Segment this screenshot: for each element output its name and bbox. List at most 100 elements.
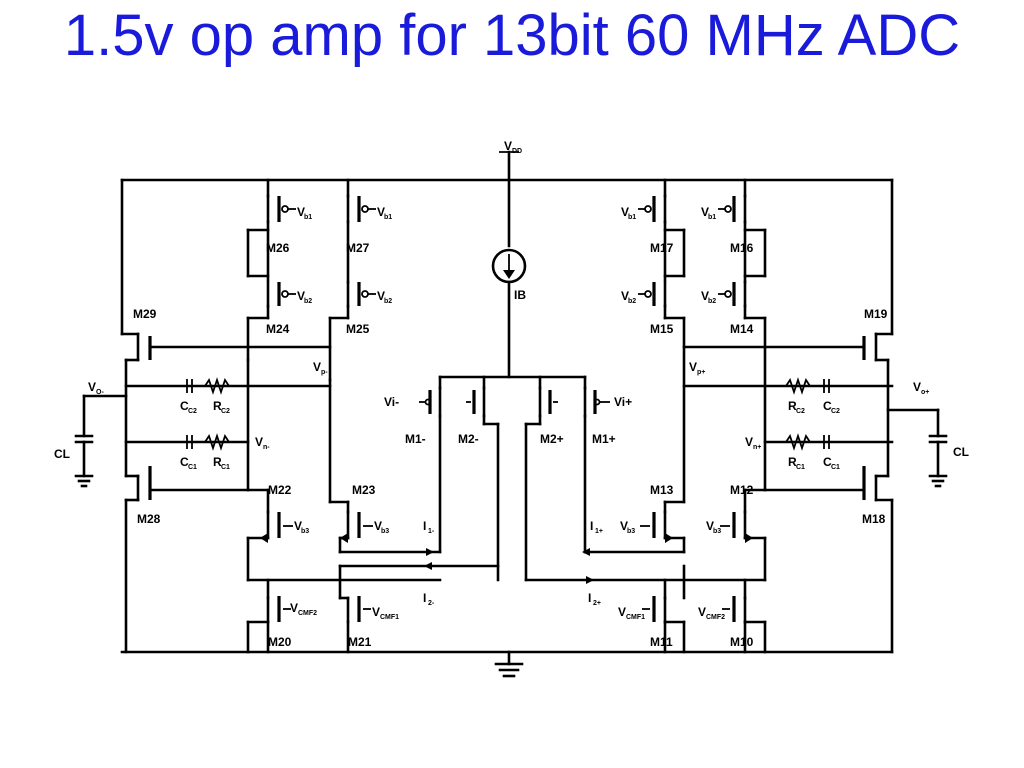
m13-bias-sub: b3 [627,528,635,535]
m15-bias-v: V [621,289,629,303]
m14-bias-v: V [701,289,709,303]
m28-label: M28 [137,512,161,526]
left-nmos-stack [246,488,500,654]
rc2-left-sub: C2 [221,408,230,415]
vn-plus-sub: n+ [753,444,761,451]
m16-bias-sub: b1 [708,214,716,221]
m12-bias-v: V [706,519,714,533]
m25-bias-v: V [377,289,385,303]
m10-bias-v: V [698,605,706,619]
right-compensation [785,377,830,451]
rc1-right-label: R [788,455,797,469]
vdd-sub: DD [512,148,522,155]
m18-label: M18 [862,512,886,526]
right-pmos-column-a [638,178,686,504]
cl-right-label: CL [953,445,969,459]
slide-title: 1.5v op amp for 13bit 60 MHz ADC [63,3,961,68]
vp-minus-sub: p- [321,369,328,376]
m2-plus-label: M2+ [540,432,564,446]
m17-label: M17 [650,241,674,255]
m22-bias-v: V [294,519,302,533]
rc1-left-sub: C1 [221,464,230,471]
m27-label: M27 [346,241,370,255]
m19-label: M19 [864,307,888,321]
m17-bias-sub: b1 [628,214,636,221]
cc2-left-sub: C2 [188,408,197,415]
m26-label: M26 [266,241,290,255]
rc1-left-label: R [213,455,222,469]
m26-bias-sub: b1 [304,214,312,221]
i2m-sub: 2- [428,600,435,607]
i2p-sub: 2+ [593,600,601,607]
vn-minus-sub: n- [263,444,270,451]
m1-plus-label: M1+ [592,432,616,446]
cc1-right-sub: C1 [831,464,840,471]
m15-label: M15 [650,322,674,336]
m14-bias-sub: b2 [708,298,716,305]
m11-label: M11 [650,635,673,649]
ib-label: IB [514,288,526,302]
i1p-sub: 1+ [595,528,603,535]
vo-plus-sub: o+ [921,389,929,396]
right-internal-nodes [682,345,894,492]
cc2-right-label: C [823,399,832,413]
m23-bias-sub: b3 [381,528,389,535]
m24-bias-sub: b2 [304,298,312,305]
cc1-left-sub: C1 [188,464,197,471]
rc2-right-sub: C2 [796,408,805,415]
i1m-label: I [423,519,426,533]
vi-minus-label: Vi- [384,395,399,409]
left-compensation [186,377,230,451]
vn-minus-label: V [255,435,263,449]
m1-minus-label: M1- [405,432,426,446]
m16-top-label: M16 [730,241,754,255]
right-output-stage [862,178,948,654]
vp-plus-sub: p+ [697,369,705,376]
input-stage [419,375,610,582]
m12-bias-sub: b3 [713,528,721,535]
m21-bias-sub: CMF1 [380,614,399,621]
cl-left-label: CL [54,447,70,461]
i2p-label: I [588,591,591,605]
m23-label: M23 [352,483,376,497]
cc2-left-label: C [180,399,189,413]
vo-minus-sub: O- [96,389,104,396]
right-nmos-stack [524,488,767,654]
left-output-stage [74,178,152,654]
i2m-label: I [423,591,426,605]
m22-label: M22 [268,483,292,497]
left-pmos-column-a [246,178,296,362]
m20-bias-v: V [290,601,298,615]
m15-bias-sub: b2 [628,298,636,305]
i1m-sub: 1- [428,528,435,535]
ground-rail [120,650,894,678]
vi-plus-label: Vi+ [614,395,632,409]
vdd-label: V [504,139,512,153]
m22-bias-sub: b3 [301,528,309,535]
left-internal-nodes [124,345,332,504]
m12-label: M12 [730,483,754,497]
cc1-right-label: C [823,455,832,469]
m24-label: M24 [266,322,290,336]
m24-bias-v: V [297,289,305,303]
m17-bias-v: V [621,205,629,219]
m10-bias-sub: CMF2 [706,614,725,621]
left-pmos-column-b [328,178,376,382]
m25-label: M25 [346,322,370,336]
m21-label: M21 [348,635,372,649]
m26-bias-v: V [297,205,305,219]
m2-minus-label: M2- [458,432,479,446]
m16-bias-v: V [701,205,709,219]
vn-plus-label: V [745,435,753,449]
m21-bias-v: V [372,605,380,619]
m25-bias-sub: b2 [384,298,392,305]
i1p-label: I [590,519,593,533]
vp-minus-label: V [313,360,321,374]
m11-bias-sub: CMF1 [626,614,645,621]
vp-plus-label: V [689,360,697,374]
m23-bias-v: V [374,519,382,533]
m27-bias-sub: b1 [384,214,392,221]
m13-bias-v: V [620,519,628,533]
m29-label: M29 [133,307,157,321]
